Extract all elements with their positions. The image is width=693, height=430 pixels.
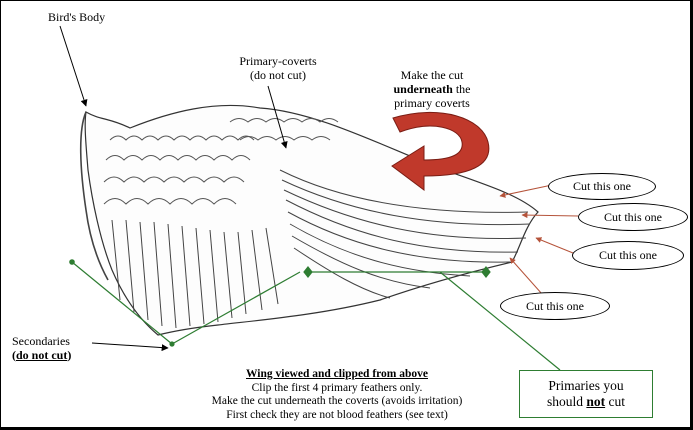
- primaries-not: not: [586, 394, 605, 409]
- primaries-line2: should not cut: [547, 394, 625, 410]
- make-cut-line3: primary coverts: [372, 96, 492, 110]
- primaries-line1: Primaries you: [548, 378, 623, 394]
- birds-body-pointer: [60, 26, 86, 106]
- birds-body-label: Bird's Body: [48, 10, 105, 24]
- caption-block: Wing viewed and clipped from above Clip …: [186, 368, 488, 422]
- primary-coverts-line2: (do not cut): [226, 68, 330, 82]
- make-cut-line2: underneath the: [372, 82, 492, 96]
- caption-title: Wing viewed and clipped from above: [186, 368, 488, 382]
- cut-this-one-text-4: Cut this one: [526, 299, 584, 314]
- cut-this-one-callout-1: Cut this one: [548, 173, 656, 200]
- caption-line-3: First check they are not blood feathers …: [186, 409, 488, 423]
- cut-this-one-text-3: Cut this one: [599, 248, 657, 263]
- make-cut-label: Make the cut underneath the primary cove…: [372, 68, 492, 110]
- cut-this-one-text-1: Cut this one: [573, 179, 631, 194]
- secondaries-line1: Secondaries: [12, 334, 71, 348]
- secondaries-do-not-cut: do not cut: [16, 348, 67, 362]
- cut-this-one-callout-2: Cut this one: [578, 203, 688, 231]
- primaries-note-box: Primaries you should not cut: [519, 370, 653, 418]
- caption-line-1: Clip the first 4 primary feathers only.: [186, 382, 488, 396]
- secondaries-line2: (do not cut): [12, 348, 71, 362]
- cut-this-one-callout-3: Cut this one: [572, 241, 684, 270]
- secondaries-pointer: [92, 343, 168, 348]
- primary-coverts-line1: Primary-coverts: [226, 54, 330, 68]
- cut-this-one-callout-4: Cut this one: [500, 292, 610, 320]
- make-cut-after-bold: the: [453, 82, 471, 96]
- cut-this-one-text-2: Cut this one: [604, 210, 662, 225]
- make-cut-bold: underneath: [393, 82, 452, 96]
- secondaries-label: Secondaries (do not cut): [12, 334, 71, 362]
- primary-coverts-label: Primary-coverts (do not cut): [226, 54, 330, 82]
- caption-line-2: Make the cut underneath the coverts (avo…: [186, 395, 488, 409]
- make-cut-line1: Make the cut: [372, 68, 492, 82]
